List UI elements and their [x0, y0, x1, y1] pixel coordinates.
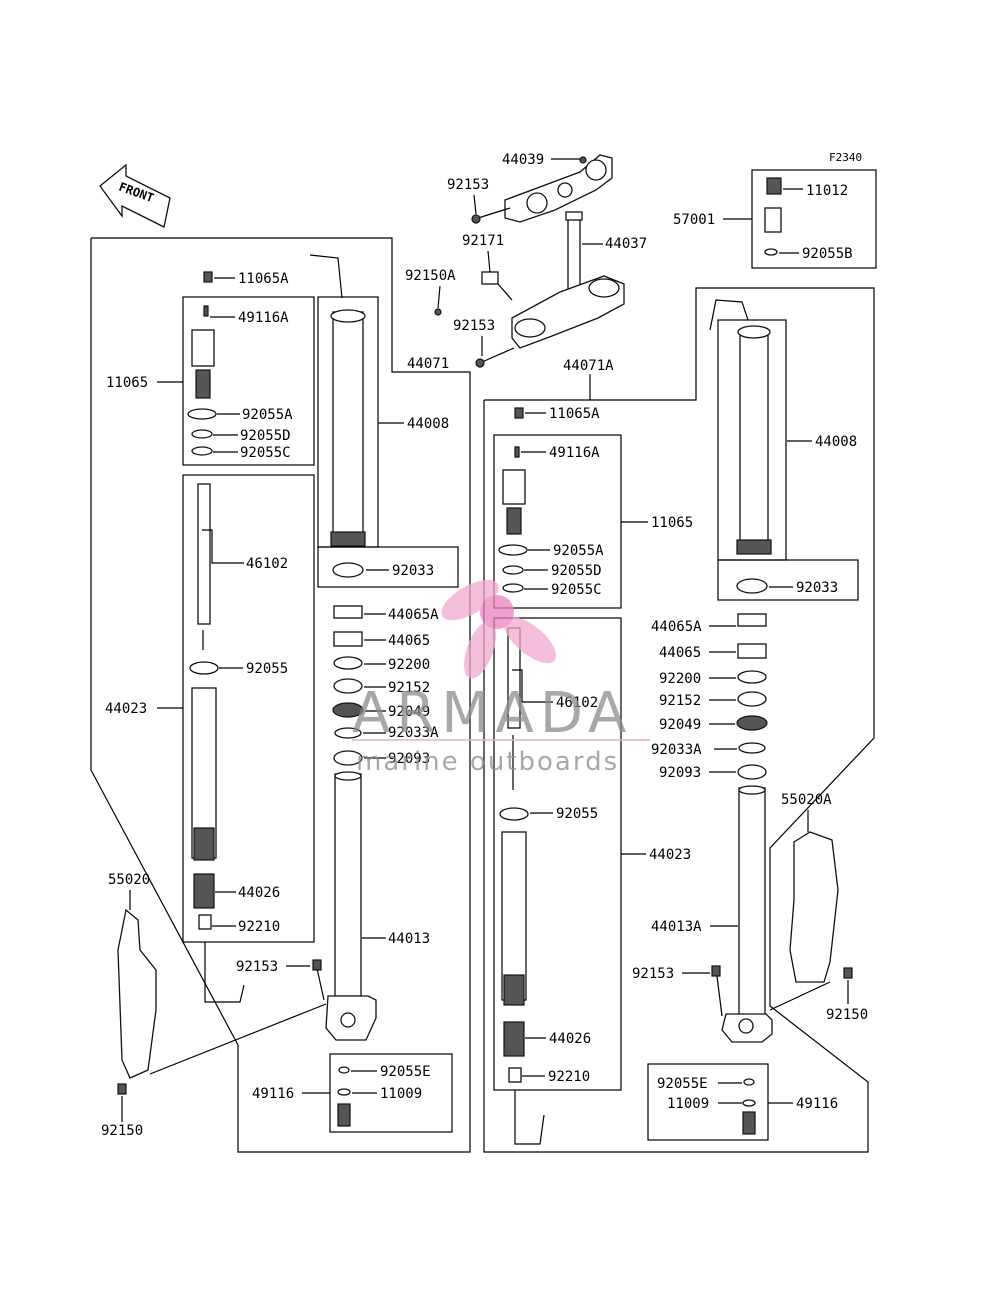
lower-triple-clamp [511, 275, 625, 349]
label-92055D-left: 92055D [240, 428, 291, 444]
label-11009-left: 11009 [380, 1086, 422, 1102]
label-44071A: 44071A [563, 358, 614, 374]
label-44026-right: 44026 [549, 1031, 591, 1047]
label-44013A: 44013A [651, 919, 702, 935]
label-44026-left: 44026 [238, 885, 280, 901]
left-bushing-44065 [333, 631, 363, 647]
label-92093-right: 92093 [659, 765, 701, 781]
label-92055E-left: 92055E [380, 1064, 431, 1080]
label-92153-mid: 92153 [453, 318, 495, 334]
propeller-logo-icon [441, 579, 557, 679]
right-fork-guard [789, 831, 839, 983]
right-outer-tube [739, 329, 769, 551]
front-arrow-icon: FRONT [99, 163, 171, 228]
label-92055A-left: 92055A [242, 407, 293, 423]
label-92055B: 92055B [802, 246, 853, 262]
label-44008-left: 44008 [407, 416, 449, 432]
right-bottom-box [647, 1063, 769, 1141]
label-44065A-right: 44065A [651, 619, 702, 635]
label-44071: 44071 [407, 356, 449, 372]
label-92210-left: 92210 [238, 919, 280, 935]
left-outline [90, 237, 471, 1153]
label-92049-right: 92049 [659, 717, 701, 733]
label-92093-left: 92093 [388, 751, 430, 767]
label-11065-right: 11065 [651, 515, 693, 531]
label-92055-right: 92055 [556, 806, 598, 822]
label-11009-right: 11009 [667, 1096, 709, 1112]
label-44013-left: 44013 [388, 931, 430, 947]
label-11065A-right: 11065A [549, 406, 600, 422]
label-49116-right: 49116 [796, 1096, 838, 1112]
label-92152-right: 92152 [659, 693, 701, 709]
right-outline [483, 287, 875, 1153]
label-44039: 44039 [502, 152, 544, 168]
left-scraper-92093 [333, 750, 363, 766]
diagram-code: F2340 [829, 151, 862, 164]
label-92033A-right: 92033A [651, 742, 702, 758]
label-92200-right: 92200 [659, 671, 701, 687]
valve-oring-icon [764, 248, 778, 256]
watermark-brand: ARMADA [352, 681, 632, 746]
label-92049-left: 92049 [388, 704, 430, 720]
label-49116-left: 49116 [252, 1086, 294, 1102]
label-92171: 92171 [462, 233, 504, 249]
label-92055C-left: 92055C [240, 445, 291, 461]
label-92055A-right: 92055A [553, 543, 604, 559]
label-44008-right: 44008 [815, 434, 857, 450]
label-11012: 11012 [806, 183, 848, 199]
label-92153-top: 92153 [447, 177, 489, 193]
label-92055-left: 92055 [246, 661, 288, 677]
left-washer-92200 [333, 656, 363, 670]
steering-stem [565, 211, 583, 295]
label-92033-left: 92033 [392, 563, 434, 579]
label-46102-right: 46102 [556, 695, 598, 711]
label-46102-left: 46102 [246, 556, 288, 572]
left-oring-92033 [332, 562, 364, 578]
left-seal-92152 [333, 678, 363, 694]
label-11065-left: 11065 [106, 375, 148, 391]
label-92210-right: 92210 [548, 1069, 590, 1085]
left-cap-box [182, 296, 315, 466]
label-92033A-left: 92033A [388, 725, 439, 741]
label-57001: 57001 [673, 212, 715, 228]
left-damper-rod [197, 483, 211, 625]
left-clip-92033A [334, 727, 362, 739]
label-11065A-left: 11065A [238, 271, 289, 287]
label-92150-left: 92150 [101, 1123, 143, 1139]
left-outer-tube [332, 311, 364, 541]
label-44023-left: 44023 [105, 701, 147, 717]
label-92033-right: 92033 [796, 580, 838, 596]
watermark-tagline: marine outboards [356, 747, 619, 777]
label-55020: 55020 [108, 872, 150, 888]
label-49116A-left: 49116A [238, 310, 289, 326]
label-92153-left: 92153 [236, 959, 278, 975]
label-44065-right: 44065 [659, 645, 701, 661]
left-cap-bolt [191, 329, 215, 367]
label-44065A-left: 44065A [388, 607, 439, 623]
left-bushing-44065A [333, 605, 363, 619]
label-44065-left: 44065 [388, 633, 430, 649]
left-seal-92049 [332, 702, 364, 718]
upper-triple-clamp [504, 154, 613, 223]
valve-cap-icon [766, 177, 782, 195]
valve-body-icon [764, 207, 782, 233]
label-44037: 44037 [605, 236, 647, 252]
label-92200-left: 92200 [388, 657, 430, 673]
label-92055D-right: 92055D [551, 563, 602, 579]
left-spring-44026 [193, 873, 215, 909]
left-inner-tube [334, 773, 362, 997]
label-92152-left: 92152 [388, 680, 430, 696]
label-44023-right: 44023 [649, 847, 691, 863]
label-55020A: 55020A [781, 792, 832, 808]
label-92055E-right: 92055E [657, 1076, 708, 1092]
label-49116A-right: 49116A [549, 445, 600, 461]
clamp-bolts [434, 207, 515, 368]
left-fork-guard [117, 908, 157, 1079]
watermark: ARMADA marine outboards [352, 579, 650, 777]
label-92150A: 92150A [405, 268, 456, 284]
label-92150-right: 92150 [826, 1007, 868, 1023]
label-92153-right: 92153 [632, 966, 674, 982]
label-92055C-right: 92055C [551, 582, 602, 598]
